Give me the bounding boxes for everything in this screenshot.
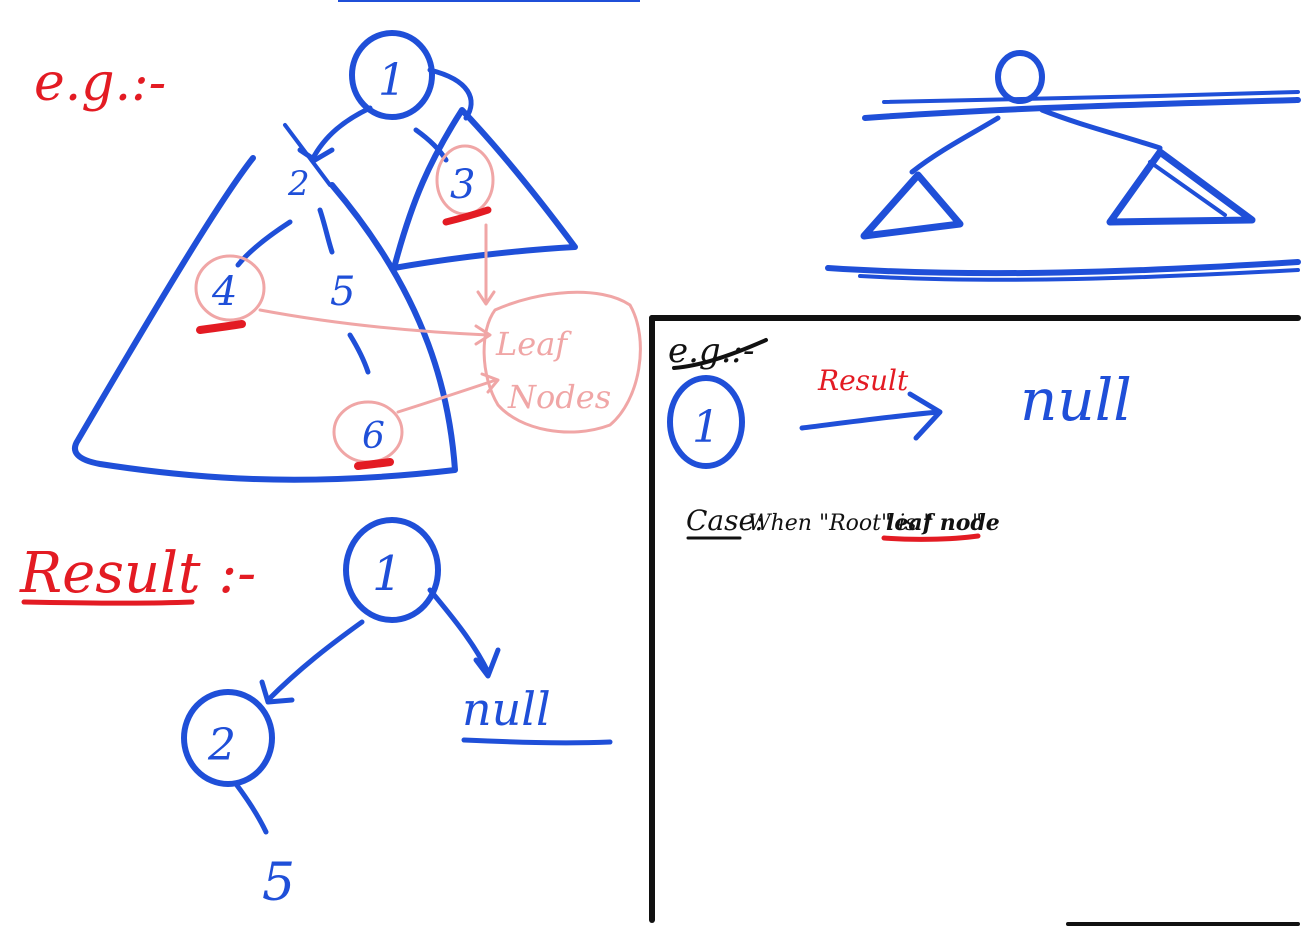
sketch-edge-left xyxy=(909,115,1001,175)
right-node-label: 1 xyxy=(692,402,720,453)
result-underline xyxy=(21,599,195,606)
arrowhead-6-to-leaf xyxy=(480,372,500,394)
node-3-underline xyxy=(442,206,492,226)
case-highlight-underline xyxy=(881,533,981,542)
sketch-bottom-line-2 xyxy=(858,268,1300,282)
node-4-highlight xyxy=(194,254,266,322)
node-6-underline xyxy=(354,458,394,470)
right-eg-strike xyxy=(672,338,768,370)
edge-root-right-curve xyxy=(427,67,474,121)
case-text: When "Root" is " xyxy=(748,511,934,536)
result-arrowhead-right xyxy=(473,647,501,679)
case-prefix: Case: xyxy=(686,504,765,537)
right-result-arrow xyxy=(799,409,941,431)
result-left-child-label: 5 xyxy=(262,853,295,913)
sketch-right-triangle xyxy=(1106,148,1256,226)
right-node-circle xyxy=(667,375,745,469)
node-2-label: 2 xyxy=(287,164,310,204)
result-edge-left xyxy=(265,619,365,703)
result-edge-right xyxy=(427,587,491,675)
right-subtree-base-stroke xyxy=(398,244,572,268)
sketch-left-triangle xyxy=(860,171,964,240)
result-null-label: null xyxy=(462,682,551,736)
edge-5-6 xyxy=(347,332,371,375)
sketch-top-line xyxy=(862,97,1301,121)
node-6-label: 6 xyxy=(362,416,385,457)
root-node-label: 1 xyxy=(378,55,406,106)
sketch-edge-right xyxy=(1039,107,1163,151)
eg-label: e.g.:- xyxy=(34,53,166,113)
result-edge-2-5 xyxy=(233,781,269,835)
edge-2-5 xyxy=(317,207,335,255)
result-label: Result :- xyxy=(19,541,256,606)
leaf-nodes-label-line1: Leaf xyxy=(495,325,572,363)
arrow-4-to-leaf xyxy=(258,308,490,337)
arrowhead-3-to-leaf xyxy=(476,290,496,306)
subtree-top-line xyxy=(283,123,332,187)
edge-root-left xyxy=(309,105,373,163)
edge-2-4 xyxy=(235,219,293,268)
sketch-root-node xyxy=(995,50,1045,104)
result-arrowhead-left xyxy=(259,679,295,705)
node-4-underline xyxy=(196,320,246,334)
sketch-bottom-line xyxy=(825,259,1301,277)
right-result-arrowhead xyxy=(907,391,943,441)
leaf-nodes-label-line2: Nodes xyxy=(507,378,611,416)
node-3-label: 3 xyxy=(450,162,475,208)
node-4-label: 4 xyxy=(211,269,237,315)
result-left-circle xyxy=(181,689,275,787)
left-subtree-outline xyxy=(72,155,458,483)
result-root-label: 1 xyxy=(372,546,403,602)
right-result-label: Result xyxy=(817,364,909,397)
case-highlight: leaf node xyxy=(886,510,1000,536)
sketch-top-line-2 xyxy=(882,90,1300,104)
right-null-label: null xyxy=(1020,366,1132,434)
arrowhead-4-to-leaf xyxy=(474,324,492,346)
case-suffix: " xyxy=(972,511,982,536)
sketch-right-triangle-stroke xyxy=(1148,160,1227,217)
arrow-6-to-leaf xyxy=(396,378,498,414)
result-left-label: 2 xyxy=(207,720,236,771)
root-node-circle xyxy=(349,30,435,120)
result-null-underline xyxy=(461,737,613,746)
result-root-circle xyxy=(343,517,441,623)
node-5-label: 5 xyxy=(330,269,355,315)
